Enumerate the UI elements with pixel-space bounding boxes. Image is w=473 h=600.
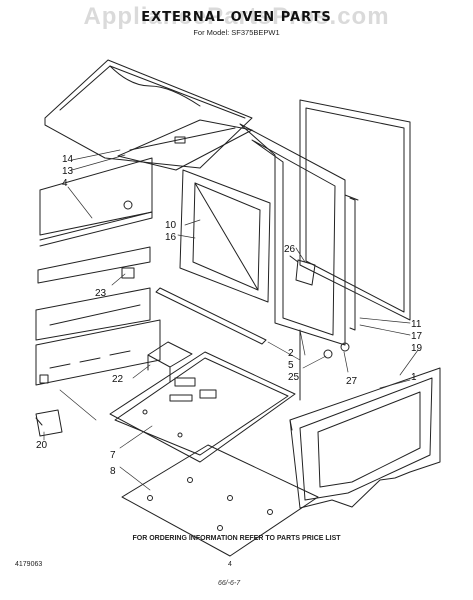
lower-side-panel-part: [35, 319, 161, 386]
callout-27: 27: [346, 376, 358, 387]
page-number: 4: [228, 561, 232, 568]
door-gasket-part: [349, 197, 356, 331]
callout-13: 13: [62, 166, 74, 177]
part-callouts: 14 13 4 10 16 26 23 2 5 25 22 27 11 17 1…: [36, 154, 423, 477]
page-title: EXTERNAL OVEN PARTS: [141, 10, 332, 25]
ordering-note: FOR ORDERING INFORMATION REFER TO PARTS …: [132, 535, 341, 542]
callout-14: 14: [62, 154, 74, 165]
callout-22: 22: [112, 374, 124, 385]
leader-lines: [43, 149, 419, 491]
callout-2: 2: [288, 348, 294, 359]
document-number: 4179063: [15, 561, 43, 568]
callout-17: 17: [411, 331, 423, 342]
callout-5: 5: [288, 360, 294, 371]
back-wall-part: [39, 157, 153, 247]
callout-10: 10: [165, 220, 177, 231]
model-subtitle: For Model: SF375BEPW1: [193, 28, 280, 37]
callout-23: 23: [95, 288, 107, 299]
callout-19: 19: [411, 343, 423, 354]
watermark: AppliancePartsPros.com: [83, 3, 390, 30]
burner-box-part: [147, 341, 193, 383]
kick-rail-part: [155, 287, 267, 345]
door-glass-part: [299, 99, 411, 321]
callout-20: 20: [36, 440, 48, 451]
hinge-part: [289, 255, 316, 286]
oven-floor-part: [109, 351, 296, 463]
callout-16: 16: [165, 232, 177, 243]
callout-1: 1: [411, 372, 417, 383]
callout-8: 8: [110, 466, 116, 477]
screw-parts: [323, 342, 350, 359]
door-frame-part: [239, 123, 346, 401]
callout-11: 11: [411, 319, 422, 330]
revision-code: 66/-6-7: [218, 580, 241, 587]
callout-7: 7: [110, 450, 116, 461]
door-liner-part: [179, 169, 271, 303]
top-panel-part: [44, 59, 253, 171]
callout-4: 4: [62, 178, 68, 189]
callout-26: 26: [284, 244, 296, 255]
oven-door-part: [289, 367, 441, 509]
bottom-panel-part: [121, 444, 319, 557]
heat-shield-part: [35, 246, 151, 341]
clip-part: [35, 409, 63, 437]
callout-25: 25: [288, 372, 300, 383]
